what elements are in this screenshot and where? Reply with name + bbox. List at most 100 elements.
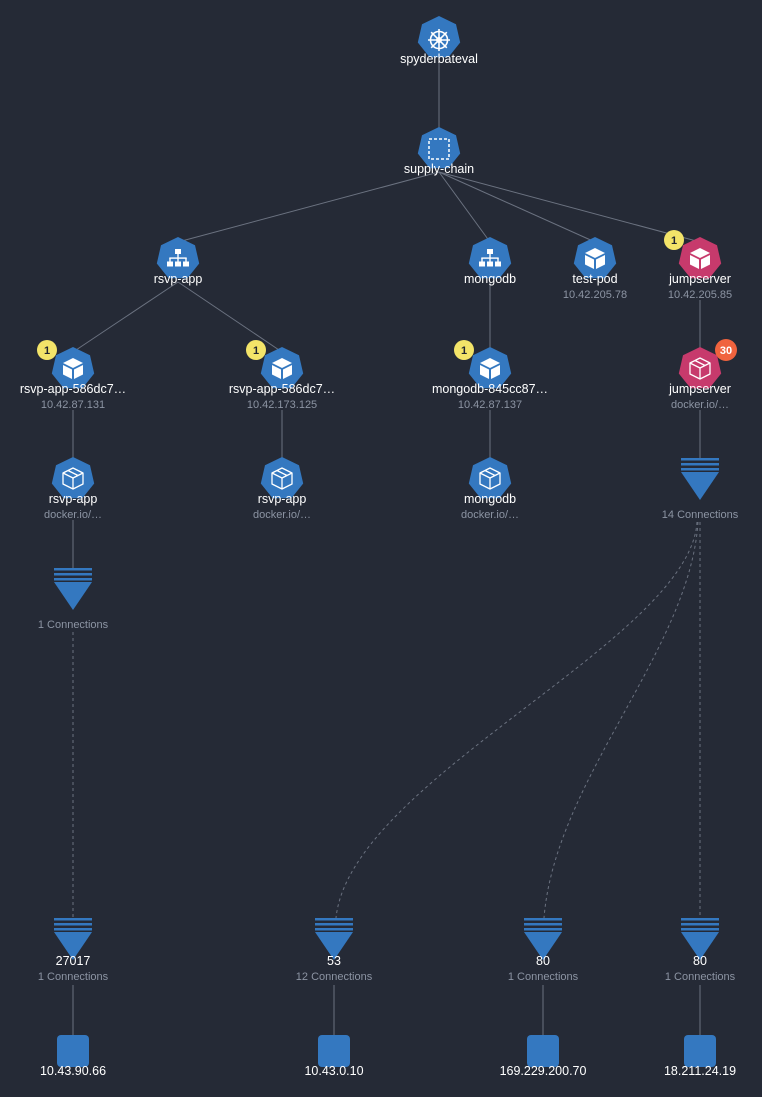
pod-label: mongodb-845cc87… [432, 382, 548, 396]
funnel-icon [54, 568, 92, 610]
container-icon [689, 357, 711, 380]
port-node-53[interactable]: 53 12 Connections [296, 918, 373, 983]
container-image: docker.io/… [44, 509, 102, 521]
edge-namespace-mongodb-service [438, 171, 491, 243]
container-icon [62, 467, 84, 490]
container-label: rsvp-app [258, 492, 307, 506]
pod-node-rsvp-app-1[interactable]: 1 rsvp-app-586dc7… 10.42.87.131 [20, 340, 126, 411]
flow-jump-80a [543, 521, 699, 919]
pod-label: rsvp-app-586dc7… [229, 382, 335, 396]
edge-rsvp-service-pod1 [72, 281, 179, 353]
outgoing-connections-jumpserver[interactable]: 14 Connections [662, 458, 739, 521]
container-image: docker.io/… [671, 399, 729, 411]
container-label: mongodb [464, 492, 516, 506]
port-label: 53 [327, 954, 341, 968]
container-node-jumpserver[interactable]: 30 jumpserver docker.io/… [668, 339, 737, 411]
vulnerability-badge-count: 30 [720, 345, 732, 357]
alert-badge-count: 1 [44, 345, 50, 357]
container-icon [479, 467, 501, 490]
container-image: docker.io/… [461, 509, 519, 521]
pod-icon [585, 248, 605, 269]
pod-icon [480, 358, 500, 379]
external-ip-label: 169.229.200.70 [500, 1064, 587, 1078]
vulnerability-badge[interactable]: 30 [715, 339, 737, 361]
container-node-rsvp-app-2[interactable]: rsvp-app docker.io/… [253, 457, 311, 521]
container-image: docker.io/… [253, 509, 311, 521]
alert-badge-count: 1 [671, 235, 677, 247]
service-node-rsvp-app[interactable]: rsvp-app [154, 237, 203, 286]
container-node-mongodb[interactable]: mongodb docker.io/… [461, 457, 519, 521]
service-label: rsvp-app [154, 272, 203, 286]
external-ip-node-1[interactable]: 10.43.90.66 [40, 1035, 106, 1078]
pod-icon [272, 358, 292, 379]
pod-ip: 10.42.205.85 [668, 289, 732, 301]
connections-count: 1 Connections [38, 619, 109, 631]
alert-badge-count: 1 [253, 345, 259, 357]
external-ip-icon [527, 1035, 559, 1067]
connections-count: 14 Connections [662, 509, 739, 521]
outgoing-connections-rsvp[interactable]: 1 Connections [38, 568, 109, 631]
edge-namespace-jumpserver-pod [438, 171, 701, 243]
connections-count: 1 Connections [38, 971, 109, 983]
container-label: jumpserver [668, 382, 731, 396]
pod-node-test-pod[interactable]: test-pod 10.42.205.78 [563, 237, 627, 301]
pod-ip: 10.42.173.125 [247, 399, 317, 411]
external-ip-node-2[interactable]: 10.43.0.10 [304, 1035, 364, 1078]
external-ip-icon [684, 1035, 716, 1067]
external-ip-label: 10.43.90.66 [40, 1064, 106, 1078]
pod-label: test-pod [572, 272, 617, 286]
alert-badge-count: 1 [461, 345, 467, 357]
alert-badge[interactable]: 1 [37, 340, 57, 360]
connections-count: 12 Connections [296, 971, 373, 983]
flow-jump-53 [335, 521, 698, 919]
port-node-80-b[interactable]: 80 1 Connections [665, 918, 736, 983]
pod-ip: 10.42.87.131 [41, 399, 105, 411]
port-label: 80 [693, 954, 707, 968]
namespace-label: supply-chain [404, 162, 474, 176]
external-ip-icon [318, 1035, 350, 1067]
external-ip-label: 10.43.0.10 [304, 1064, 363, 1078]
service-label: mongodb [464, 272, 516, 286]
port-node-80-a[interactable]: 80 1 Connections [508, 918, 579, 983]
flows [72, 521, 701, 919]
pod-node-rsvp-app-2[interactable]: 1 rsvp-app-586dc7… 10.42.173.125 [229, 340, 335, 411]
pod-node-jumpserver[interactable]: 1 jumpserver 10.42.205.85 [664, 230, 732, 301]
container-node-rsvp-app-1[interactable]: rsvp-app docker.io/… [44, 457, 102, 521]
pod-label: jumpserver [668, 272, 731, 286]
external-ip-node-3[interactable]: 169.229.200.70 [500, 1035, 587, 1078]
namespace-icon [428, 138, 450, 160]
container-icon [271, 467, 293, 490]
pod-ip: 10.42.87.137 [458, 399, 522, 411]
external-ip-label: 18.211.24.19 [664, 1064, 736, 1078]
edge-namespace-test-pod [438, 171, 596, 243]
pod-icon [690, 248, 710, 269]
pod-node-mongodb[interactable]: 1 mongodb-845cc87… 10.42.87.137 [432, 340, 548, 411]
edge-namespace-rsvp-service [177, 171, 440, 243]
funnel-icon [524, 918, 562, 960]
alert-badge[interactable]: 1 [664, 230, 684, 250]
pod-icon [63, 358, 83, 379]
container-label: rsvp-app [49, 492, 98, 506]
alert-badge[interactable]: 1 [246, 340, 266, 360]
external-ip-icon [57, 1035, 89, 1067]
alert-badge[interactable]: 1 [454, 340, 474, 360]
cluster-node[interactable]: spyderbateval [400, 16, 478, 66]
connections-count: 1 Connections [508, 971, 579, 983]
connections-count: 1 Connections [665, 971, 736, 983]
edges [72, 52, 701, 1036]
service-node-mongodb[interactable]: mongodb [464, 237, 516, 286]
funnel-icon [681, 918, 719, 960]
service-icon [167, 249, 189, 267]
port-node-27017[interactable]: 27017 1 Connections [38, 918, 109, 983]
pod-label: rsvp-app-586dc7… [20, 382, 126, 396]
port-label: 80 [536, 954, 550, 968]
helm-wheel-icon [428, 29, 450, 51]
funnel-icon [54, 918, 92, 960]
cluster-label: spyderbateval [400, 52, 478, 66]
namespace-node[interactable]: supply-chain [404, 127, 474, 176]
pod-ip: 10.42.205.78 [563, 289, 627, 301]
edge-rsvp-service-pod2 [177, 281, 283, 353]
external-ip-node-4[interactable]: 18.211.24.19 [664, 1035, 736, 1078]
funnel-icon [681, 458, 719, 500]
